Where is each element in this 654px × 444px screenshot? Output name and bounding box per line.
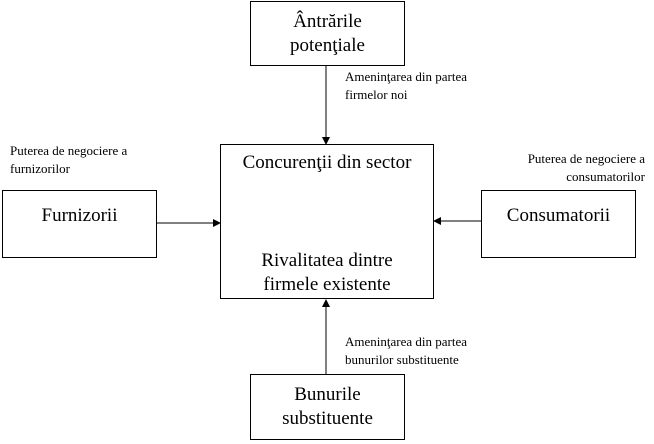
substitutes-line2: substituente <box>282 408 373 429</box>
new-entrants-line1: Ântrările <box>293 10 362 32</box>
threat-new-entrants-label: Ameninţarea din partea firmelor noi <box>345 69 467 102</box>
supplier-power-label: Puterea de negociere a furnizorilor <box>10 143 128 176</box>
suppliers-label: Furnizorii <box>41 205 118 226</box>
competitors-title: Concurenţii din sector <box>242 152 412 173</box>
substitutes-line1: Bunurile <box>294 384 361 405</box>
new-entrants-box: Ântrările potenţiale <box>250 1 405 66</box>
new-entrants-line2: potenţiale <box>290 34 365 56</box>
substitutes-box: Bunurile substituente <box>250 374 405 440</box>
threat-substitutes-label: Ameninţarea din partea bunurilor substit… <box>345 334 467 367</box>
consumers-box: Consumatorii <box>481 190 636 258</box>
competitors-box: Concurenţii din sector Rivalitatea dintr… <box>220 144 434 299</box>
rivalry-text: Rivalitatea dintre firmele existente <box>261 250 393 295</box>
consumers-label: Consumatorii <box>506 205 611 226</box>
consumer-power-label: Puterea de negociere a consumatorilor <box>527 151 645 184</box>
suppliers-box: Furnizorii <box>2 190 157 258</box>
